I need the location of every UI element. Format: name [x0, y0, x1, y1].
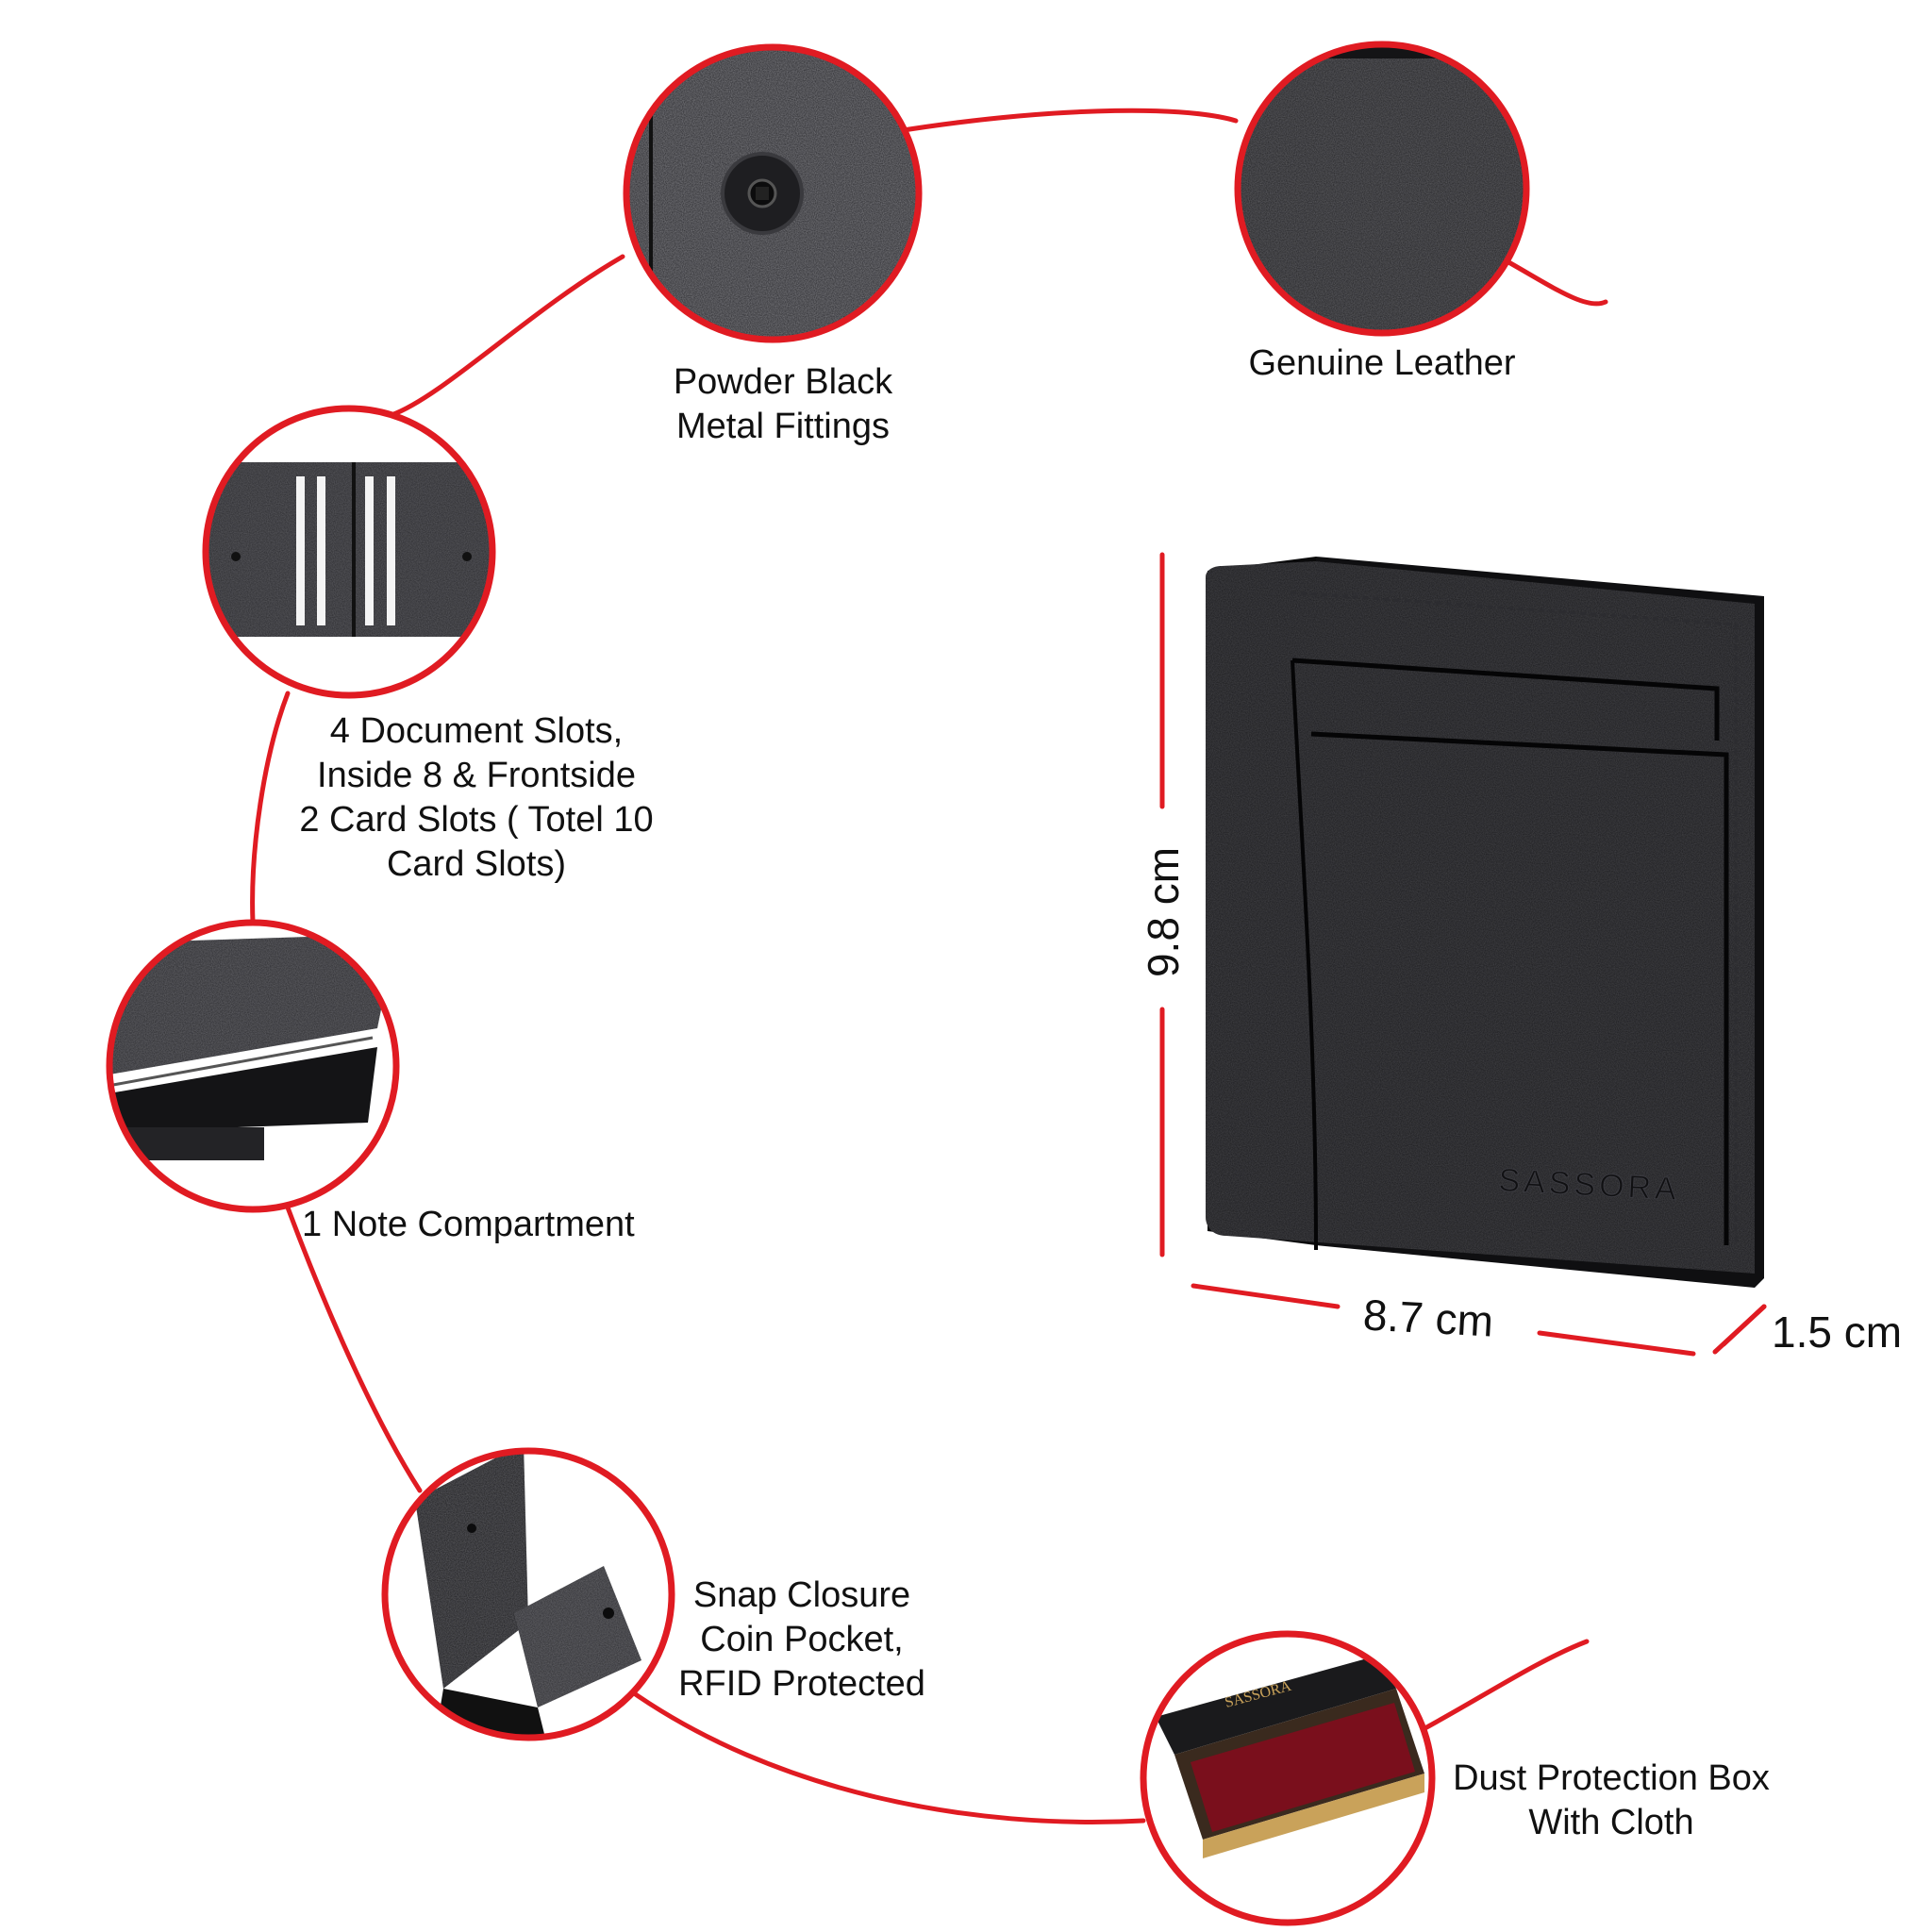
height-dimension-label: 9.8 cm — [1139, 846, 1188, 978]
snap-button-closeup — [623, 43, 923, 343]
svg-text:SASSORA: SASSORA — [1498, 1162, 1681, 1208]
card-slots-closeup — [202, 405, 496, 699]
wallet-product-image: SASSORA — [1206, 557, 1764, 1288]
depth-dimension-label: 1.5 cm — [1772, 1307, 1903, 1357]
leather-label: Genuine Leather — [1248, 343, 1516, 383]
width-dimension-label: 8.7 cm — [1361, 1290, 1495, 1346]
note-label: 1 Note Compartment — [302, 1205, 635, 1244]
fittings-label: Powder Black Metal Fittings — [673, 362, 893, 446]
connector-arc — [250, 108, 1608, 1824]
note-compartment-closeup — [106, 919, 400, 1213]
coin-label: Snap Closure Coin Pocket, RFID Protected — [678, 1575, 925, 1704]
slots-label: 4 Document Slots, Inside 8 & Frontside 2… — [299, 711, 654, 884]
coin-pocket-closeup — [381, 1447, 675, 1741]
box-label: Dust Protection Box With Cloth — [1453, 1758, 1770, 1842]
gift-box-closeup: SASSORA — [1140, 1630, 1436, 1926]
dimension-lines — [1159, 552, 1767, 1357]
leather-texture-closeup — [1234, 41, 1530, 337]
